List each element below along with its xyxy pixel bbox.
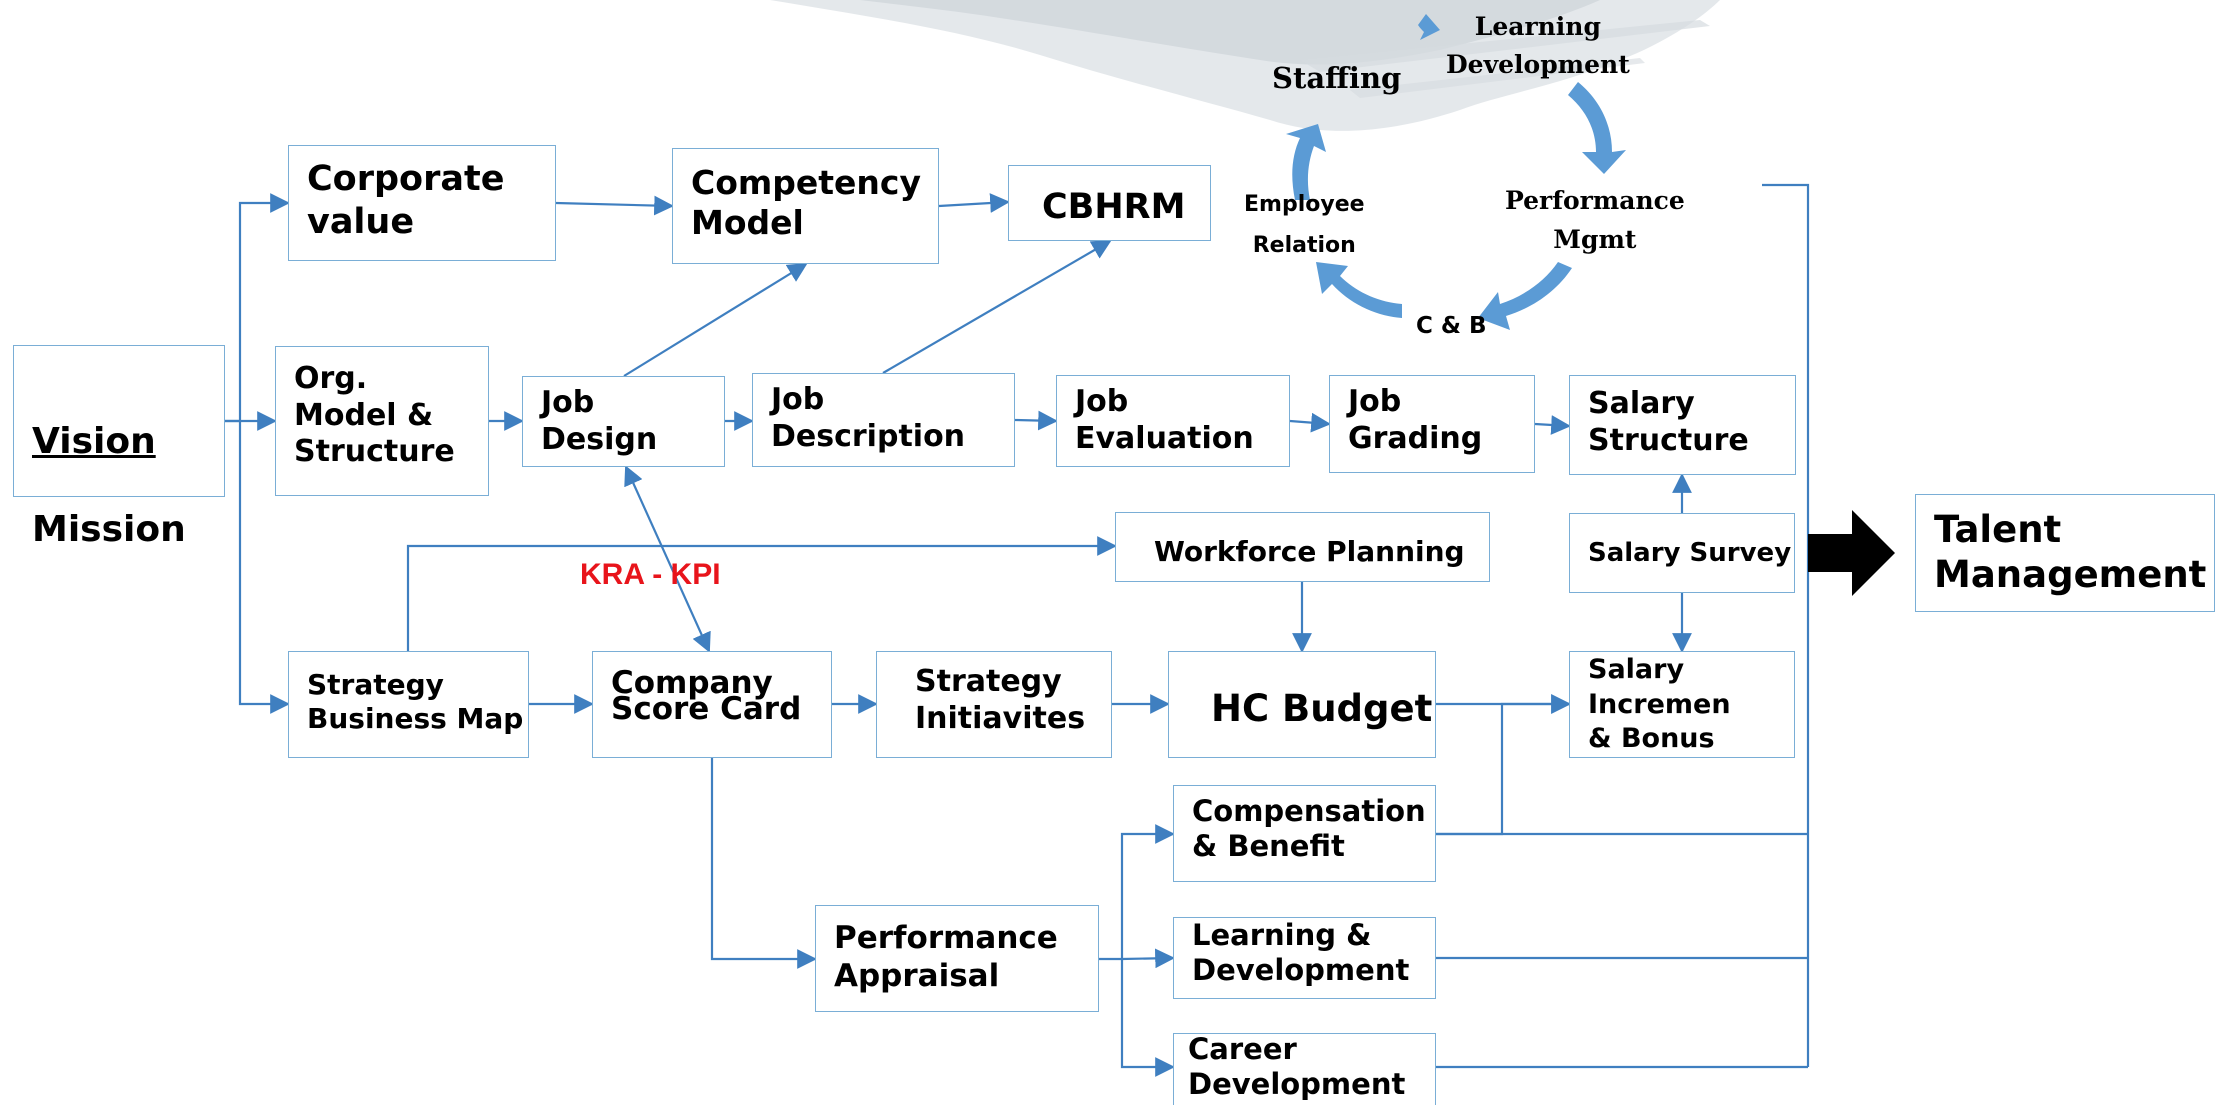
job-grading-label: Job Grading: [1348, 384, 1483, 456]
career-development-label: Career Development: [1188, 1032, 1406, 1102]
cycle-arrow-performance: [1568, 82, 1626, 174]
cycle-arrow-learning: [1418, 14, 1440, 40]
compensation-benefit-box: Compensation & Benefit: [1173, 785, 1436, 882]
connector-appraisal-to-compensation: [1099, 824, 1175, 961]
company-score-card-label: Company Score Card: [611, 665, 802, 728]
connector-strategy-to-workforce: [406, 536, 1117, 651]
org-model-label: Org. Model & Structure: [294, 361, 455, 470]
cbhrm-box: CBHRM: [1008, 165, 1211, 241]
connector-appraisal-to-career: [1120, 959, 1175, 1077]
strategy-business-map-label: Strategy Business Map: [307, 668, 524, 736]
learning-development-label: Learning & Development: [1192, 918, 1410, 988]
vision-label: Vision: [32, 420, 156, 462]
connector-corporate-to-competency: [555, 195, 674, 216]
cbhrm-label: CBHRM: [1042, 187, 1186, 227]
connector-competency-to-cbhrm: [938, 193, 1010, 213]
competency-model-label: Competency Model: [691, 163, 922, 243]
connector-jobdesc-to-cbhrm: [882, 240, 1112, 374]
connector-right-bus: [1762, 183, 1810, 1067]
connector-appraisal-to-learning: [1121, 948, 1175, 969]
job-design-box: Job Design: [522, 376, 725, 467]
vision-mission-box: Vision Mission: [13, 345, 225, 550]
job-evaluation-box: Job Evaluation: [1056, 375, 1290, 467]
job-design-label: Job Design: [541, 385, 658, 457]
compensation-benefit-label: Compensation & Benefit: [1192, 794, 1426, 864]
cycle-cb-label: C & B: [1416, 313, 1487, 339]
corporate-value-label: Corporate value: [307, 159, 505, 242]
org-model-box: Org. Model & Structure: [275, 346, 489, 496]
connector-jobdesc-to-jobeval: [1014, 410, 1058, 431]
cycle-arrow-employee: [1316, 262, 1402, 318]
company-score-card-box: Company Score Card: [592, 651, 832, 758]
strategy-business-map-box: Strategy Business Map: [288, 651, 529, 758]
workforce-planning-box: Workforce Planning: [1115, 512, 1490, 582]
cycle-performance-mgmt-label: Performance Mgmt: [1505, 186, 1685, 254]
connector-jobeval-to-grading: [1289, 412, 1331, 433]
connector-jobdesign-to-competency: [623, 262, 808, 377]
performance-appraisal-label: Performance Appraisal: [834, 920, 1058, 994]
workforce-planning-label: Workforce Planning: [1154, 535, 1465, 568]
job-description-label: Job Description: [771, 382, 966, 454]
cycle-employee-relation-label: Employee Relation: [1244, 192, 1365, 258]
connector-vision-to-strategy: [238, 421, 290, 714]
salary-increment-label: Salary Incremen & Bonus: [1588, 654, 1731, 755]
talent-management-label: Talent Management: [1934, 508, 2207, 597]
connector-grading-to-salary: [1534, 415, 1571, 435]
cycle-arrow-cb: [1478, 262, 1572, 330]
connector-jobdesign-scorecard: [624, 465, 711, 653]
performance-appraisal-box: Performance Appraisal: [815, 905, 1099, 1012]
kra-kpi-label: KRA - KPI: [580, 558, 721, 591]
strategy-initiatives-label: Strategy Initiavites: [915, 664, 1086, 736]
mission-label: Mission: [32, 508, 186, 550]
hc-budget-box: HC Budget: [1168, 651, 1436, 758]
cycle-learning-development-label: Learning Development: [1446, 12, 1630, 79]
job-grading-box: Job Grading: [1329, 375, 1535, 473]
salary-structure-box: Salary Structure: [1569, 375, 1796, 475]
connector-scorecard-to-appraisal: [710, 758, 817, 969]
strategy-initiatives-box: Strategy Initiavites: [876, 651, 1112, 758]
cycle-arrow-staffing: [1286, 124, 1326, 200]
talent-management-box: Talent Management: [1915, 494, 2215, 612]
job-evaluation-label: Job Evaluation: [1075, 384, 1254, 456]
hc-budget-label: HC Budget: [1211, 687, 1433, 730]
job-description-box: Job Description: [752, 373, 1015, 467]
corporate-value-box: Corporate value: [288, 145, 556, 261]
cycle-staffing-label: Staffing: [1272, 61, 1402, 95]
career-development-box: Career Development: [1173, 1032, 1436, 1105]
salary-survey-label: Salary Survey: [1588, 538, 1792, 568]
competency-model-box: Competency Model: [672, 148, 939, 264]
learning-development-box: Learning & Development: [1173, 917, 1436, 999]
salary-increment-box: Salary Incremen & Bonus: [1569, 651, 1795, 758]
salary-survey-box: Salary Survey: [1569, 513, 1795, 593]
salary-structure-label: Salary Structure: [1588, 386, 1749, 458]
